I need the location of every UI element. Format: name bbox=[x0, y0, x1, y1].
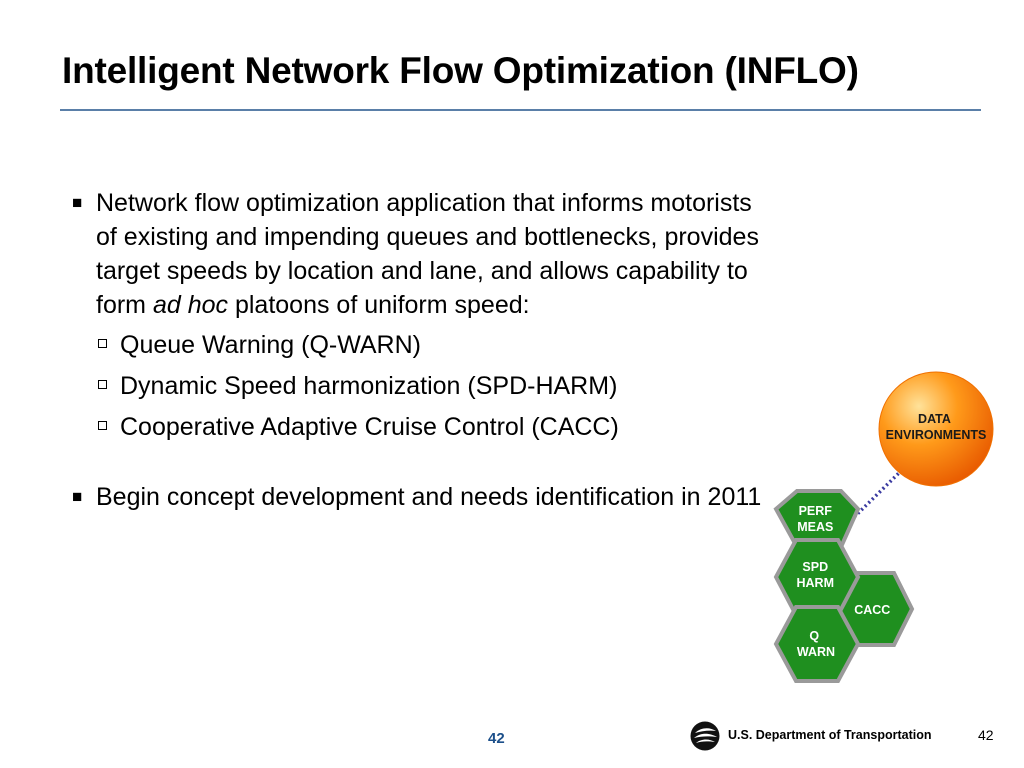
bullet-item: ■ Begin concept development and needs id… bbox=[72, 480, 772, 514]
emphasis-text: ad hoc bbox=[152, 291, 229, 319]
footer-department: U.S. Department of Transportation bbox=[728, 728, 932, 742]
svg-text:PERF MEAS SPD: PERF MEAS SPD HARM CACC Q WARN bbox=[797, 504, 894, 659]
hex-label: CACC bbox=[854, 603, 890, 617]
hex-label: HARM bbox=[797, 576, 835, 590]
bullet-text: Network flow optimization application th… bbox=[96, 189, 759, 319]
title-divider bbox=[60, 109, 981, 111]
bullet-list: ■ Network flow optimization application … bbox=[72, 186, 772, 514]
sub-bullet-item: Queue Warning (Q-WARN) bbox=[72, 328, 772, 362]
hex-label: SPD bbox=[802, 560, 828, 574]
inflo-diagram: DATA ENVIRONMENTS PERF MEAS SPD HARM CAC… bbox=[770, 365, 1010, 685]
hollow-square-bullet-icon bbox=[98, 339, 107, 348]
hex-label: MEAS bbox=[797, 520, 833, 534]
bullet-item: ■ Network flow optimization application … bbox=[72, 186, 772, 322]
sub-bullet-list: Queue Warning (Q-WARN) Dynamic Speed har… bbox=[72, 328, 772, 444]
circle-label-line1: DATA bbox=[918, 412, 951, 426]
svg-text:DATA ENVIRONMENTS: DATA ENVIRONMENTS bbox=[886, 412, 987, 442]
hollow-square-bullet-icon bbox=[98, 380, 107, 389]
q-warn-hex bbox=[773, 605, 861, 683]
hollow-square-bullet-icon bbox=[98, 421, 107, 430]
bullet-text: Begin concept development and needs iden… bbox=[96, 483, 762, 511]
footer-page-number: 42 bbox=[488, 730, 505, 747]
footer-slide-number: 42 bbox=[978, 727, 994, 743]
hex-label: Q bbox=[809, 629, 819, 643]
sub-bullet-item: Dynamic Speed harmonization (SPD-HARM) bbox=[72, 369, 772, 403]
circle-label-line2: ENVIRONMENTS bbox=[886, 428, 987, 442]
dot-logo-icon bbox=[690, 721, 720, 751]
square-bullet-icon: ■ bbox=[72, 193, 83, 212]
hex-label: PERF bbox=[799, 504, 833, 518]
slide-title: Intelligent Network Flow Optimization (I… bbox=[62, 50, 859, 91]
square-bullet-icon: ■ bbox=[72, 487, 83, 506]
data-environments-circle bbox=[878, 371, 994, 487]
hex-label: WARN bbox=[797, 645, 835, 659]
sub-bullet-item: Cooperative Adaptive Cruise Control (CAC… bbox=[72, 410, 772, 444]
